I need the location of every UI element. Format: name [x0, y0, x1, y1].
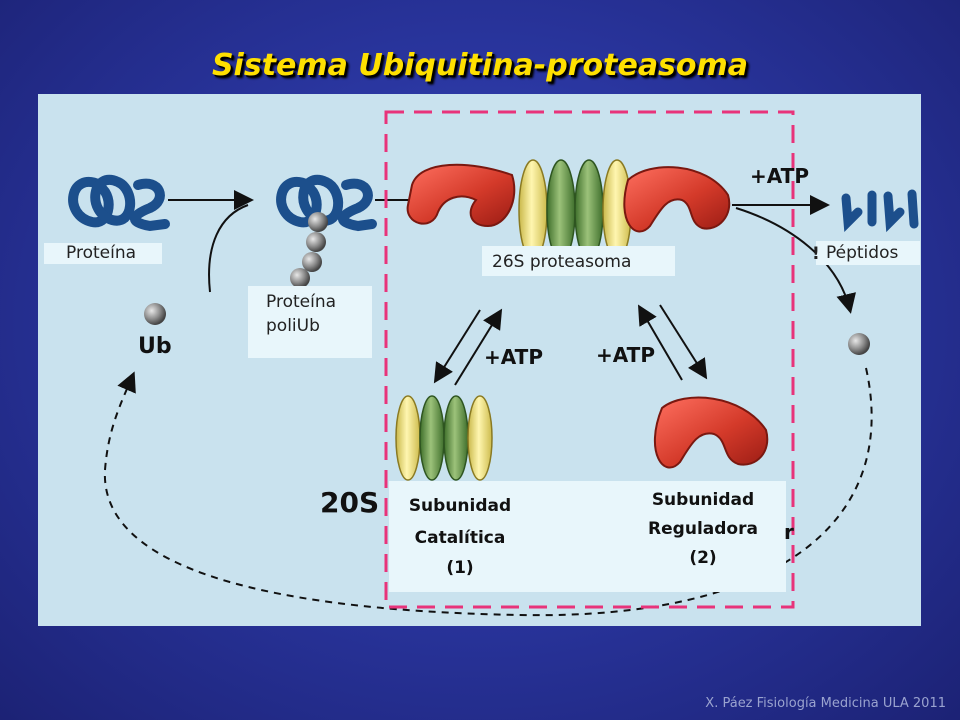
ubiquitin-icon: [144, 303, 166, 325]
catalytic-subunit-label-line2: Catalítica: [414, 528, 506, 548]
footer-credit: X. Páez Fisiología Medicina ULA 2011: [705, 696, 946, 711]
arrow-ub-to-protein: [208, 204, 249, 293]
regulatory-subunit-icon: [653, 396, 769, 469]
protein-label: Proteína: [66, 243, 137, 263]
ub-label: Ub: [138, 334, 172, 359]
equilibrium-arrows-regulatory: [637, 304, 708, 381]
proteasome-26s-icon: [406, 159, 731, 261]
catalytic-subunit-icon: [395, 395, 493, 481]
peptides-icon: [841, 189, 919, 233]
proteasome-highlight-box: [384, 110, 795, 609]
s20-label: 20S: [320, 486, 380, 519]
protein-label-box: [44, 243, 162, 264]
catalytic-subunit-label-line3: (1): [446, 558, 474, 578]
polyub-label-box: [248, 286, 372, 358]
arrow-to-free-ub: [735, 207, 856, 314]
r-fragment-label: r: [784, 520, 794, 544]
ubiquitin-chain: [290, 212, 328, 288]
atp-top-label: +ATP: [750, 164, 809, 188]
atp-right-label: +ATP: [596, 343, 655, 367]
proteasome-label-box: [482, 246, 675, 276]
subunits-label-box: [389, 481, 786, 592]
protein-icon: [68, 174, 170, 232]
ub-recycle-dashed-arrow: [103, 367, 873, 617]
atp-left-label: +ATP: [484, 345, 543, 369]
polyub-protein-label-line1: Proteína: [266, 292, 337, 312]
equilibrium-arrows-catalytic: [433, 308, 503, 386]
peptides-mark: !: [812, 244, 820, 264]
regulatory-subunit-label-line1: Subunidad: [651, 490, 755, 510]
polyub-protein-label-line2: poliUb: [266, 316, 320, 336]
proteasome-26s-label: 26S proteasoma: [492, 252, 632, 272]
peptides-label: Péptidos: [826, 243, 899, 263]
free-ubiquitin-icon: [848, 333, 870, 355]
regulatory-subunit-label-line2: Reguladora: [648, 519, 758, 539]
slide-title: Sistema Ubiquitina-proteasoma: [211, 48, 749, 83]
catalytic-subunit-label-line1: Subunidad: [408, 496, 512, 516]
regulatory-subunit-label-line3: (2): [689, 548, 717, 568]
peptides-label-box: [816, 241, 920, 265]
